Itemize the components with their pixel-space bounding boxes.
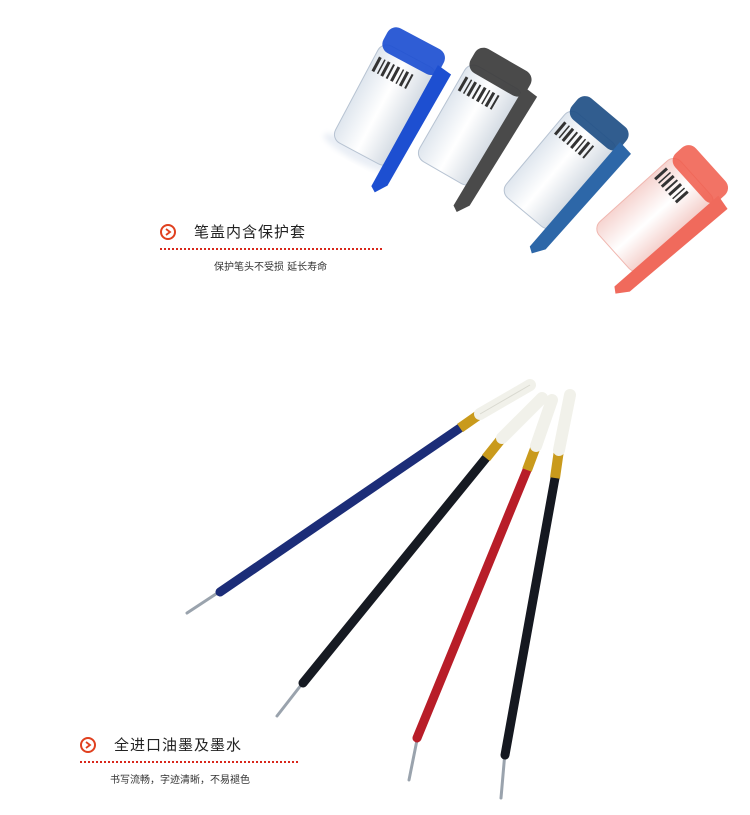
navy-cap [503,96,631,254]
black-refill [275,392,548,718]
blue-refill [185,379,536,615]
divider [80,761,298,763]
feature-header: 全进口油墨及墨水 [80,734,242,755]
feature-imported-ink: 全进口油墨及墨水 书写流畅，字迹清晰，不易褪色 [80,734,298,786]
red-refill [407,394,558,782]
feature-header: 笔盖内含保护套 [160,221,306,242]
feature-title: 笔盖内含保护套 [194,223,307,241]
feature-title: 全进口油墨及墨水 [114,736,243,754]
chevron-right-icon [160,223,176,240]
blue-cap [323,27,452,193]
black-refill-2 [499,389,576,800]
feature-cap-protection: 笔盖内含保护套 保护笔头不受损 延长寿命 [160,221,382,273]
black-cap [417,47,538,213]
chevron-right-icon [80,736,96,753]
red-cap [596,145,729,294]
divider [160,248,382,250]
feature-subtitle: 书写流畅，字迹清晰，不易褪色 [110,775,250,786]
feature-subtitle: 保护笔头不受损 延长寿命 [214,262,328,273]
